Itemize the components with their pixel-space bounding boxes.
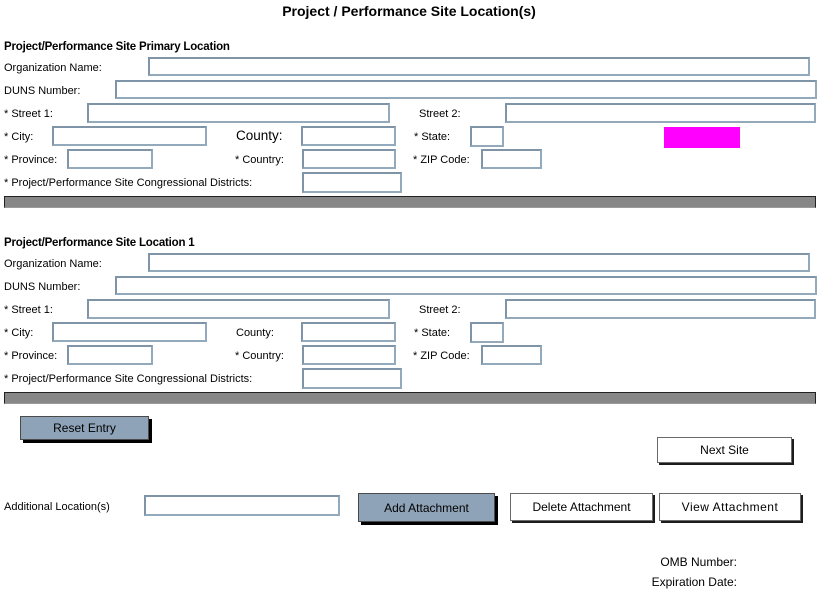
congressional-districts-input[interactable] [302, 368, 402, 389]
zip-code-label: * ZIP Code: [413, 154, 470, 166]
city-label: * City: [4, 327, 34, 339]
section-divider-bar [4, 392, 816, 404]
street2-label: Street 2: [419, 304, 461, 316]
reset-entry-button[interactable]: Reset Entry [20, 416, 149, 440]
magenta-required-highlight-field[interactable] [664, 127, 740, 148]
additional-locations-label: Additional Location(s) [4, 501, 110, 513]
section-header: Project/Performance Site Location 1 [4, 237, 195, 249]
country-input[interactable] [302, 345, 396, 365]
zip-code-label: * ZIP Code: [413, 350, 470, 362]
street1-input[interactable] [87, 299, 390, 319]
congressional-districts-label: * Project/Performance Site Congressional… [4, 373, 253, 385]
section-header: Project/Performance Site Primary Locatio… [4, 41, 230, 53]
street1-label: * Street 1: [4, 304, 53, 316]
country-input[interactable] [302, 149, 396, 169]
view-attachment-button[interactable]: View Attachment [659, 493, 801, 521]
organization-name-input[interactable] [148, 57, 810, 76]
congressional-districts-label: * Project/Performance Site Congressional… [4, 177, 253, 189]
organization-name-label: Organization Name: [4, 258, 102, 270]
duns-number-label: DUNS Number: [4, 85, 81, 97]
street2-input[interactable] [505, 103, 816, 123]
state-label: * State: [414, 327, 451, 339]
street2-input[interactable] [505, 299, 816, 319]
country-label: * Country: [235, 350, 284, 362]
organization-name-input[interactable] [148, 253, 810, 272]
state-input[interactable] [470, 322, 504, 343]
section-primary-location: Project/Performance Site Primary Locatio… [0, 41, 818, 237]
section-location-1: Project/Performance Site Location 1 Orga… [0, 237, 818, 433]
additional-locations-input[interactable] [144, 495, 340, 516]
county-input[interactable] [301, 322, 396, 342]
state-input[interactable] [470, 126, 504, 147]
next-site-button[interactable]: Next Site [657, 437, 792, 463]
duns-number-label: DUNS Number: [4, 281, 81, 293]
county-input[interactable] [301, 126, 396, 146]
country-label: * Country: [235, 154, 284, 166]
province-label: * Province: [4, 154, 58, 166]
street1-label: * Street 1: [4, 108, 53, 120]
omb-number-label: OMB Number: [660, 555, 737, 569]
city-input[interactable] [52, 322, 207, 342]
city-label: * City: [4, 131, 34, 143]
province-input[interactable] [67, 149, 153, 169]
organization-name-label: Organization Name: [4, 62, 102, 74]
congressional-districts-input[interactable] [302, 172, 402, 193]
county-label: County: [236, 128, 283, 143]
expiration-date-label: Expiration Date: [651, 575, 737, 589]
page-title: Project / Performance Site Location(s) [282, 3, 536, 19]
province-label: * Province: [4, 350, 58, 362]
province-input[interactable] [67, 345, 153, 365]
section-divider-bar [4, 196, 816, 208]
delete-attachment-button[interactable]: Delete Attachment [510, 493, 653, 521]
duns-number-input[interactable] [115, 80, 817, 99]
add-attachment-button[interactable]: Add Attachment [358, 493, 495, 522]
county-label: County: [236, 327, 274, 339]
city-input[interactable] [52, 126, 207, 146]
street1-input[interactable] [87, 103, 390, 123]
duns-number-input[interactable] [115, 276, 817, 295]
street2-label: Street 2: [419, 108, 461, 120]
zip-code-input[interactable] [481, 149, 542, 169]
state-label: * State: [414, 131, 451, 143]
zip-code-input[interactable] [481, 345, 542, 365]
